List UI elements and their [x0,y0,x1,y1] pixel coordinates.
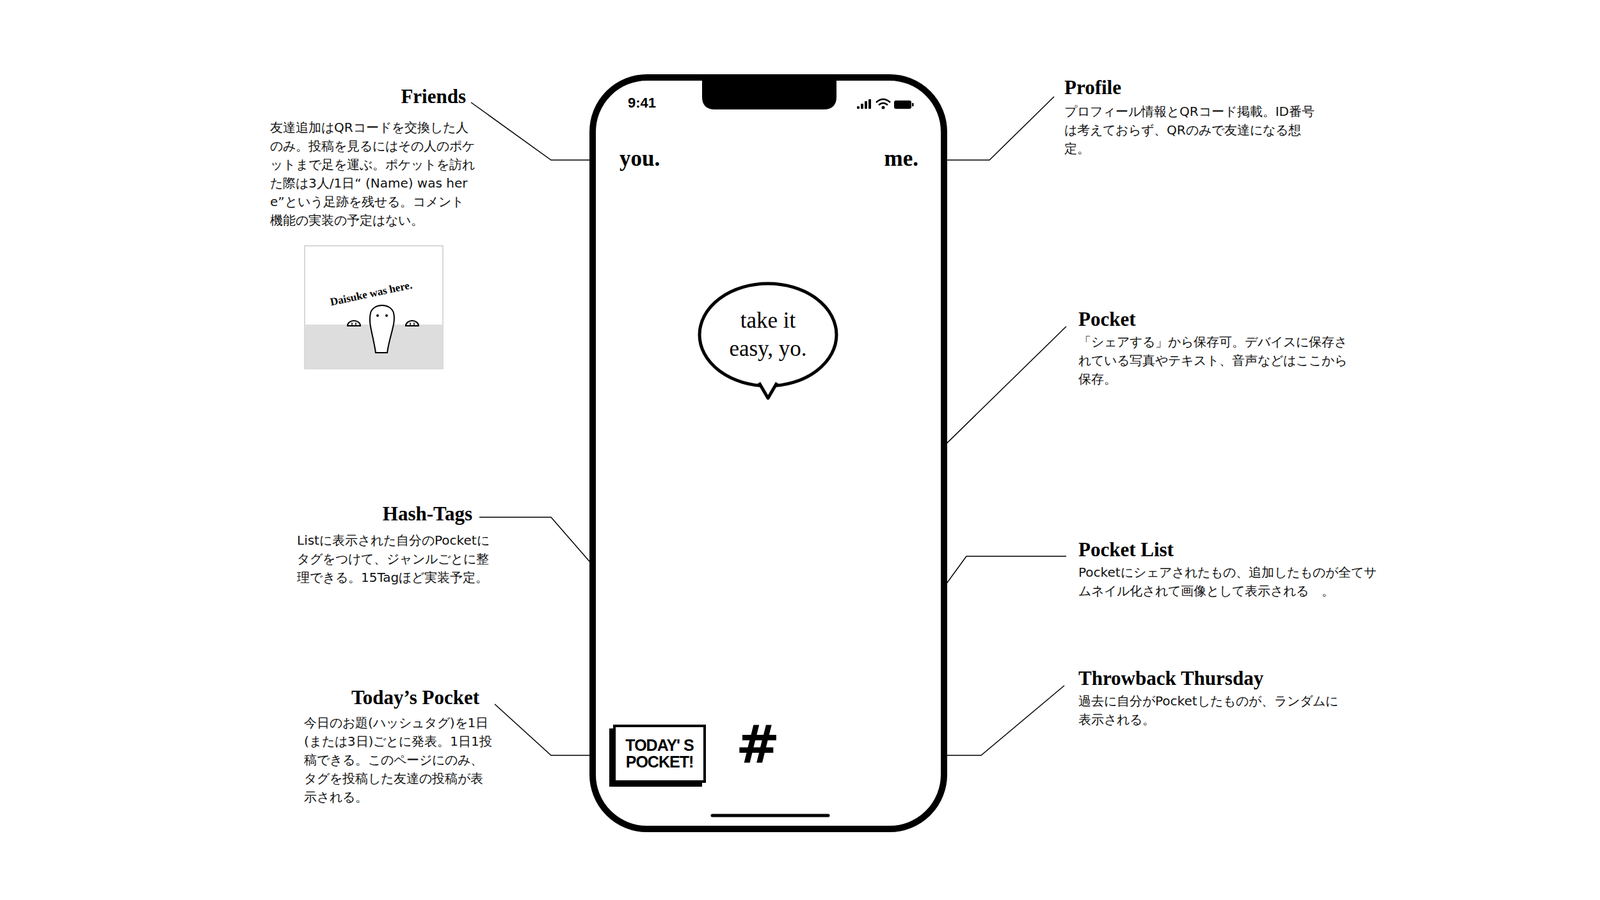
hashtag-icon: # [734,718,781,771]
status-time: 9:41 [627,94,656,112]
footprint-sample: Daisuke was here. [304,245,444,370]
annotation-heading: Pocket List [1078,537,1174,562]
todays-pocket-text: TODAY' S POCKET! [618,736,701,771]
speech-bubble: take it easy, yo. [697,281,839,400]
annotation-text: Pocketにシェアされたもの、追加したものが全てサムネイル化されて画像として表… [1078,563,1386,601]
annotation-heading: Pocket [1078,307,1136,331]
annotation-heading: Throwback Thursday [1078,666,1264,690]
annotation-text: 過去に自分がPocketしたものが、ランダムに表示される。 [1078,691,1348,729]
annotation-heading: Today’s Pocket [351,685,480,710]
annotation-heading: Hash-Tags [382,501,473,526]
annotation-text: 今日のお題(ハッシュタグ)を1日(または3日)ごとに発表。1日1投稿できる。この… [304,713,493,807]
friends-tab: you. [619,145,660,172]
footprint-sample-outline [304,245,444,370]
leader-line [929,96,1055,160]
annotation-text: 友達追加はQRコードを交換した人のみ。投稿を見るにはその人のポケットまで足を運ぶ… [270,118,475,230]
annotation-heading: Profile [1064,75,1122,100]
annotation-text: プロフィール情報とQRコード掲載。ID番号は考えておらず、QRのみで友達になる想… [1064,102,1321,159]
annotation-text: Listに表示された自分のPocketにタグをつけて、ジャンルごとに整理できる。… [296,531,496,587]
annotation-text: 「シェアする」から保存可。デバイスに保存されている写真やテキスト、音声などはここ… [1078,332,1348,389]
bubble-text: take it easy, yo. [716,306,820,363]
annotation-heading: Friends [400,84,466,109]
profile-tab: me. [884,145,919,172]
todays-pocket-icon: TODAY' S POCKET! [613,724,706,783]
